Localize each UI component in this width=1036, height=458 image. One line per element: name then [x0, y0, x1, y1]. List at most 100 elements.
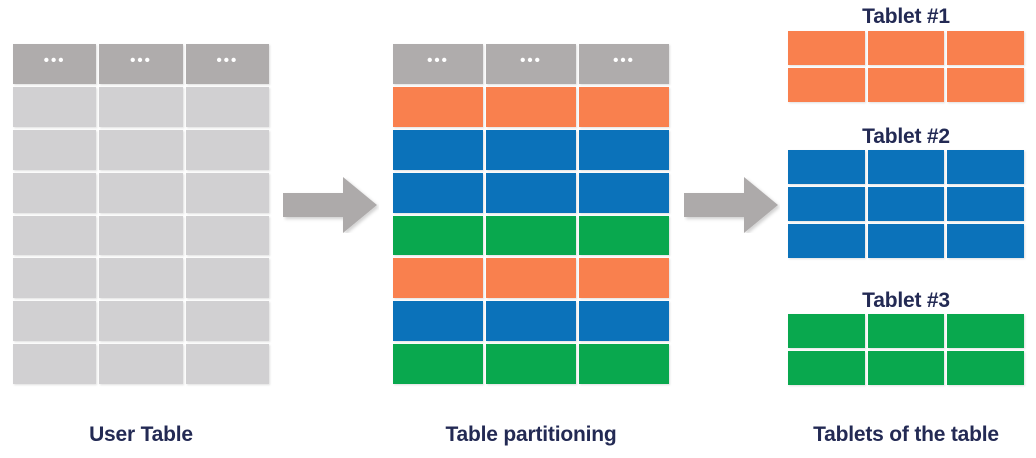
table-row-partition-blue [393, 301, 669, 342]
table-cell [393, 86, 483, 127]
table-cell [788, 68, 865, 102]
table-row [13, 86, 269, 127]
table-cell [393, 258, 483, 299]
partition-table: ••• ••• ••• [393, 44, 669, 384]
table-cell [99, 129, 183, 170]
table-cell [13, 86, 97, 127]
table-cell [867, 68, 945, 102]
table-cell [947, 314, 1025, 348]
table-cell [486, 258, 576, 299]
caption-table-partitioning: Table partitioning [445, 423, 617, 446]
table-cell [788, 187, 865, 221]
user-table: ••• ••• ••• [13, 44, 269, 384]
table-cell [486, 86, 576, 127]
table-row [13, 129, 269, 170]
table-cell [788, 150, 865, 184]
tablet-1-table [788, 31, 1025, 102]
table-cell [185, 86, 269, 127]
tablet-3-title: Tablet #3 [862, 289, 950, 312]
table-cell [947, 31, 1025, 65]
table-cell [867, 314, 945, 348]
table-cell [947, 68, 1025, 102]
ellipsis-icon: ••• [613, 52, 635, 70]
table-cell [486, 344, 576, 384]
ellipsis-icon: ••• [427, 52, 449, 70]
table-cell [486, 301, 576, 342]
table-cell [867, 150, 945, 184]
table-cell [13, 344, 97, 384]
table-row [788, 68, 1025, 102]
table-header-row: ••• ••• ••• [393, 44, 669, 84]
table-cell [99, 301, 183, 342]
caption-tablets-of-the-table: Tablets of the table [813, 423, 999, 446]
table-row-partition-blue [393, 129, 669, 170]
header-cell: ••• [99, 44, 183, 84]
table-row-partition-blue [393, 172, 669, 213]
table-cell [579, 344, 669, 384]
table-cell [867, 224, 945, 258]
caption-user-table: User Table [89, 423, 193, 446]
table-cell [788, 314, 865, 348]
table-cell [788, 351, 865, 385]
table-cell [185, 129, 269, 170]
ellipsis-icon: ••• [130, 52, 152, 70]
tablet-2-table [788, 150, 1025, 258]
table-row [13, 172, 269, 213]
table-cell [393, 215, 483, 256]
tablet-2-title: Tablet #2 [862, 125, 950, 148]
table-row [13, 258, 269, 299]
tablet-1-title: Tablet #1 [862, 5, 950, 28]
table-cell [947, 224, 1025, 258]
table-row [13, 301, 269, 342]
table-cell [393, 301, 483, 342]
table-cell [486, 129, 576, 170]
table-cell [13, 301, 97, 342]
table-cell [393, 344, 483, 384]
tablet-3-table [788, 314, 1025, 385]
arrow-partition-to-tablets-icon [684, 177, 780, 233]
table-cell [579, 258, 669, 299]
table-cell [867, 187, 945, 221]
table-cell [185, 301, 269, 342]
table-cell [99, 172, 183, 213]
table-cell [99, 86, 183, 127]
table-cell [393, 129, 483, 170]
table-cell [393, 172, 483, 213]
table-row [788, 187, 1025, 221]
table-cell [185, 344, 269, 384]
table-row [13, 344, 269, 384]
table-cell [13, 215, 97, 256]
table-cell [99, 344, 183, 384]
table-row-partition-orange [393, 86, 669, 127]
table-cell [788, 31, 865, 65]
ellipsis-icon: ••• [43, 52, 66, 70]
table-cell [185, 215, 269, 256]
table-cell [185, 258, 269, 299]
table-cell [13, 129, 97, 170]
table-cell [579, 129, 669, 170]
table-cell [579, 301, 669, 342]
table-row [788, 31, 1025, 65]
table-cell [579, 215, 669, 256]
table-row [788, 150, 1025, 184]
table-cell [185, 172, 269, 213]
header-cell: ••• [579, 44, 669, 84]
table-cell [99, 215, 183, 256]
table-cell [947, 187, 1025, 221]
table-cell [579, 172, 669, 213]
table-cell [947, 351, 1025, 385]
table-cell [486, 172, 576, 213]
arrow-user-to-partition-icon [283, 177, 379, 233]
ellipsis-icon: ••• [520, 52, 542, 70]
table-cell [13, 172, 97, 213]
ellipsis-icon: ••• [216, 52, 239, 70]
table-row-partition-green [393, 215, 669, 256]
table-cell [579, 86, 669, 127]
table-row-partition-green [393, 344, 669, 384]
header-cell: ••• [13, 44, 97, 84]
table-row [788, 224, 1025, 258]
table-row [788, 351, 1025, 385]
header-cell: ••• [185, 44, 269, 84]
table-row [13, 215, 269, 256]
